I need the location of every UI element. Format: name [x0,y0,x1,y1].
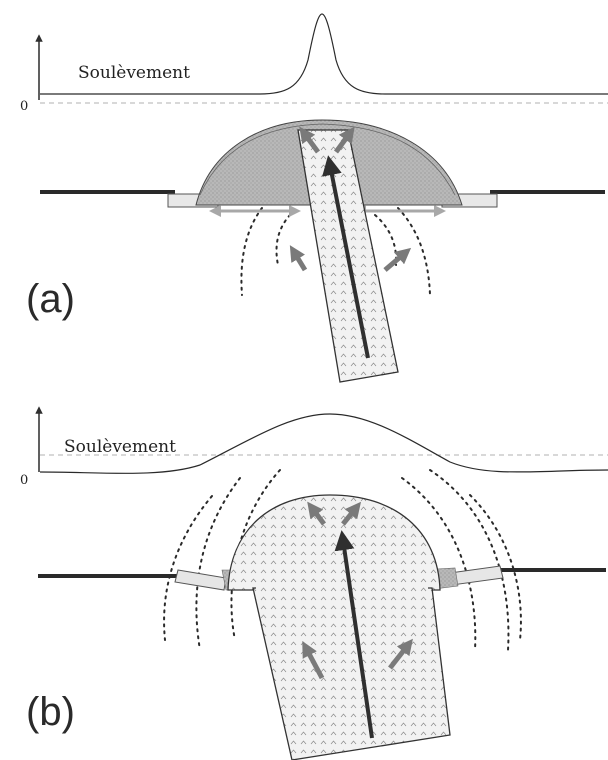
dome-b [228,495,440,590]
conduit-body-b [253,588,450,760]
side-arrow-a-right [385,253,405,270]
panel-b: Soulèvement 0 [20,410,608,760]
field-line-a-4 [375,215,396,265]
panel-letter-a: (a) [26,277,75,321]
field-line-b-9 [430,470,508,650]
crust-slab-left-b [175,570,226,590]
magma-body-b [228,495,450,760]
zero-label-a: 0 [20,99,28,114]
panel-a: Soulèvement 0 [20,14,608,382]
panel-letter-b: (b) [26,690,75,734]
uplift-profile-b: Soulèvement 0 [20,410,608,488]
zero-label-b: 0 [20,473,28,488]
field-line-a-3 [398,208,430,295]
field-line-a-2 [277,215,291,265]
field-line-b-1 [164,496,212,640]
field-line-a-1 [241,208,262,295]
side-arrow-a-left [294,252,305,270]
uplift-profile-a: Soulèvement 0 [20,14,608,114]
conduit-junction-mask-b [256,584,428,592]
uplift-label-b: Soulèvement [64,437,176,457]
uplift-label-a: Soulèvement [78,63,190,83]
crust-slab-right-b [450,566,503,585]
